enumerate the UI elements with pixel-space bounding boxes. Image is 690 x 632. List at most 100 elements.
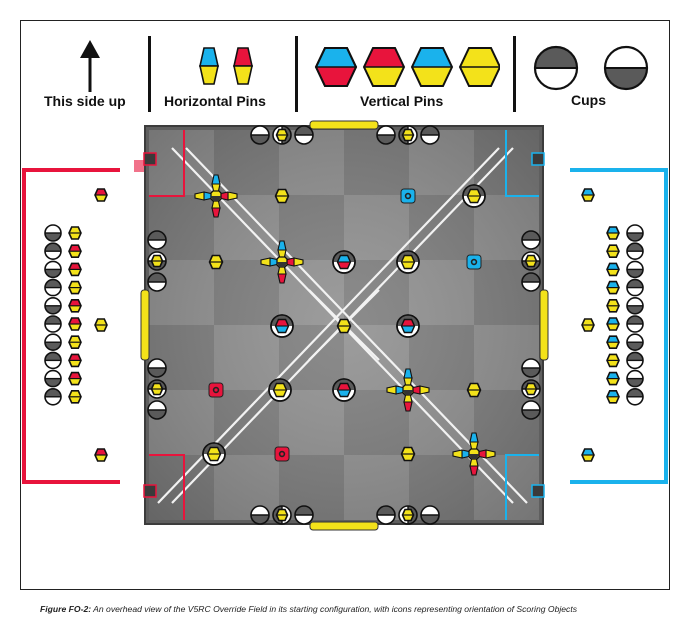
cup-icon (626, 278, 644, 297)
cups-label: Cups (571, 92, 606, 108)
cup-icon (521, 230, 541, 250)
vertical-pin-icon (274, 188, 290, 204)
cup-icon (44, 242, 62, 260)
legend-divider (513, 36, 516, 112)
scoring-objects (44, 125, 644, 525)
vertical-pin-icon (336, 318, 352, 334)
vertical-pin-icon (581, 318, 595, 332)
cup-icon (44, 387, 62, 406)
cup-icon (626, 351, 644, 370)
horizontal-pin-cluster (452, 432, 496, 476)
cup-icon (603, 45, 649, 91)
vertical-pin-icon (581, 448, 595, 462)
legend: This side up Horizontal Pins (0, 0, 690, 115)
horizontal-pin-cluster (386, 368, 430, 412)
cup-icon (44, 315, 62, 333)
vertical-pin-icon (275, 508, 289, 522)
vertical-pin-icon (314, 47, 358, 87)
field-bars (140, 120, 549, 531)
vertical-pin-icon (606, 353, 620, 368)
vertical-pin-icon (94, 318, 108, 332)
cup-icon (44, 369, 62, 388)
caption-text: An overhead view of the V5RC Override Fi… (91, 604, 578, 614)
cup-icon (44, 224, 62, 242)
vertical-pin-icon (606, 371, 620, 386)
up-arrow-icon (80, 40, 100, 92)
vertical-pin-icon (606, 226, 620, 240)
cup-with-pin (332, 250, 356, 274)
vertical-pin-icon (458, 47, 500, 87)
cup-icon (44, 351, 62, 370)
cup-icon (420, 505, 440, 525)
cup-icon (626, 260, 644, 279)
vertical-pin-icon (362, 47, 406, 87)
vertical-pin-icon (606, 244, 620, 258)
cup-icon (626, 242, 644, 260)
mobile-goal-base (274, 446, 290, 462)
cup-icon (521, 358, 541, 378)
vertical-pin-icon (410, 47, 454, 87)
vertical-pin-icon (68, 262, 82, 277)
this-side-up-label: This side up (44, 93, 126, 109)
vertical-pin-icon (606, 317, 620, 331)
vertical-pin-icons (314, 47, 500, 87)
vertical-pin-icon (606, 298, 620, 313)
corner-zones (149, 130, 539, 520)
vertical-pin-icon (606, 280, 620, 295)
vertical-pin-icon (68, 353, 82, 368)
cup-icon (533, 45, 579, 91)
vertical-pins-label: Vertical Pins (360, 93, 444, 109)
cup-icon (147, 230, 167, 250)
cup-icon (147, 272, 167, 292)
vertical-pin-icon (68, 298, 82, 313)
cup-icon (44, 260, 62, 279)
cup-icon (250, 125, 270, 145)
mobile-goal-base (466, 254, 482, 270)
cup-icon (44, 296, 62, 315)
horizontal-pins-label: Horizontal Pins (164, 93, 266, 109)
vertical-pin-icon (68, 317, 82, 331)
vertical-pin-icon (94, 448, 108, 462)
horizontal-pin-cluster (194, 174, 238, 218)
legend-divider (148, 36, 151, 112)
vertical-pin-icon (150, 254, 164, 268)
mobile-goal-base (208, 382, 224, 398)
cup-icon (521, 272, 541, 292)
cup-icon (626, 387, 644, 406)
cup-with-pin (396, 314, 420, 338)
cup-icon (376, 505, 396, 525)
cup-with-pin (268, 378, 292, 402)
cup-icon (420, 125, 440, 145)
legend-divider (295, 36, 298, 112)
vertical-pin-icon (68, 226, 82, 240)
cup-icon (626, 315, 644, 333)
vertical-pin-icon (466, 382, 482, 398)
horizontal-pin-icon (233, 47, 253, 85)
mobile-goal-base (400, 188, 416, 204)
vertical-pin-icon (400, 446, 416, 462)
cup-icon (250, 505, 270, 525)
cup-icon (147, 400, 167, 420)
vertical-pin-icon (208, 254, 224, 270)
vertical-pin-icon (606, 262, 620, 277)
caption-figure-id: Figure FO-2: (40, 604, 92, 614)
corner-posts (143, 152, 545, 498)
cup-icon (521, 400, 541, 420)
vertical-pin-icon (606, 389, 620, 404)
horizontal-pin-icons (199, 47, 253, 85)
vertical-pin-icon (68, 335, 82, 350)
cup-with-pin (270, 314, 294, 338)
vertical-pin-icon (401, 508, 415, 522)
cup-with-pin (332, 378, 356, 402)
horizontal-pin-icon (199, 47, 219, 85)
cup-icon (44, 333, 62, 352)
cup-icon (626, 224, 644, 242)
vertical-pin-icon (68, 371, 82, 386)
vertical-pin-icon (275, 128, 289, 142)
horizontal-pin-cluster (260, 240, 304, 284)
cup-icon (294, 505, 314, 525)
cup-icon (44, 278, 62, 297)
vertical-pin-icon (94, 188, 108, 202)
vertical-pin-icon (401, 128, 415, 142)
cup-icon (626, 369, 644, 388)
